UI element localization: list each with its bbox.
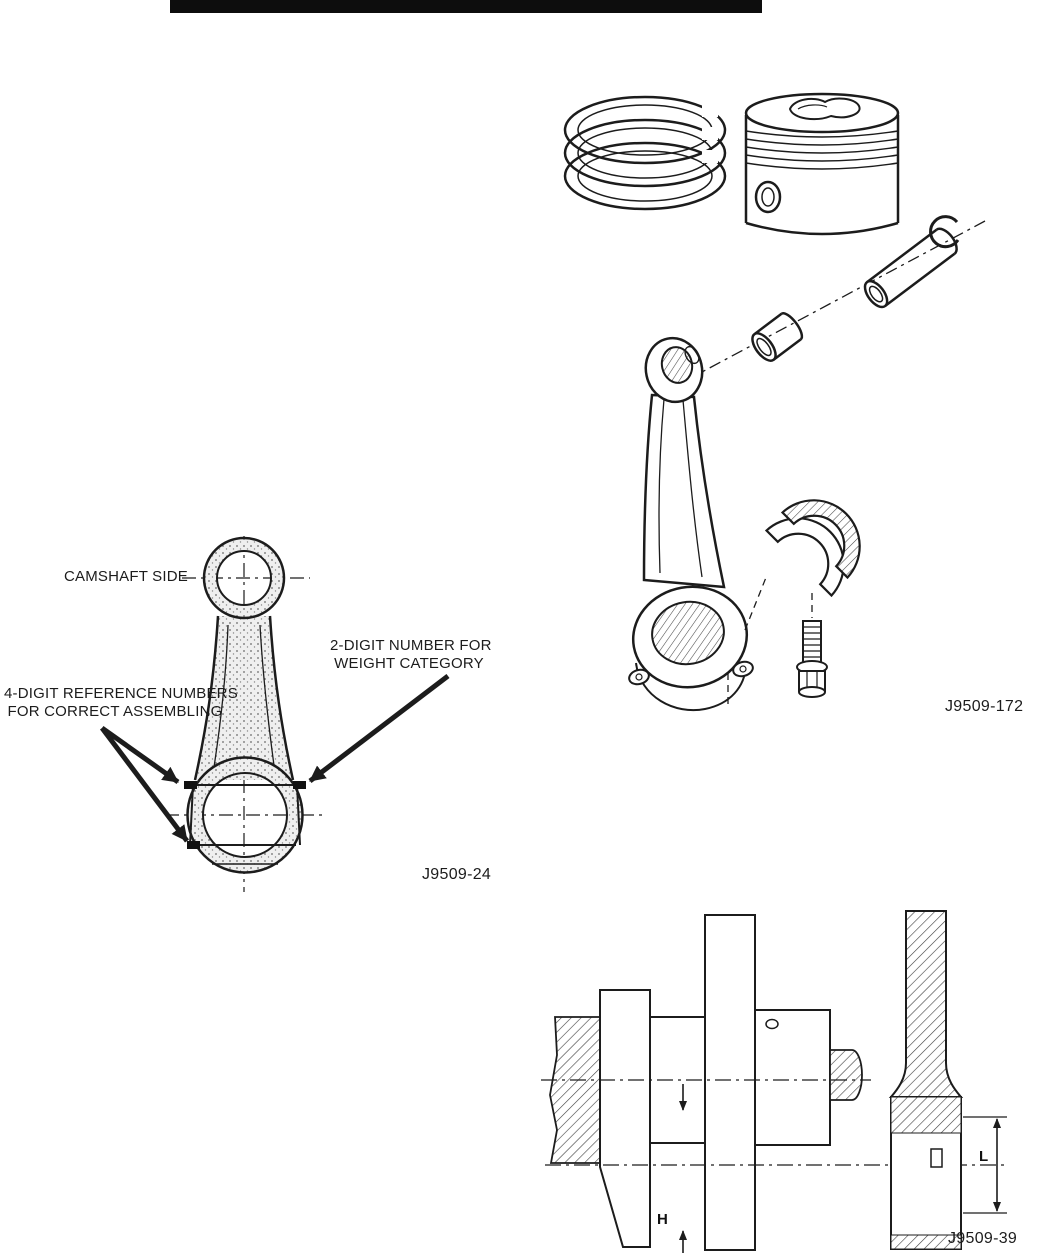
rod-shank bbox=[193, 615, 295, 781]
figure-caption-connecting-rod: J9509-24 bbox=[422, 866, 492, 883]
crankshaft-figure bbox=[541, 910, 1009, 1253]
callout-arrows bbox=[100, 674, 450, 843]
stamp-pad-mark bbox=[187, 841, 200, 849]
crank-web bbox=[704, 914, 756, 1251]
reference-numbers-label-line1: 4-DIGIT REFERENCE NUMBERS bbox=[4, 685, 238, 702]
crank-end-section bbox=[829, 1049, 863, 1101]
pin-bushing bbox=[751, 312, 804, 362]
stamp-pad-mark bbox=[293, 781, 306, 789]
crank-journal bbox=[754, 1009, 831, 1146]
stamp-pad-mark bbox=[184, 781, 197, 789]
pin-axis-centerline bbox=[701, 220, 986, 373]
rod-big-end bbox=[184, 756, 306, 874]
weight-category-label-line1: 2-DIGIT NUMBER FOR bbox=[330, 637, 492, 654]
crank-pin bbox=[650, 1016, 705, 1144]
piston-assembly-figure bbox=[563, 92, 986, 712]
figure-caption-crankshaft: J9509-39 bbox=[948, 1230, 1018, 1247]
assembly-leader-lines bbox=[727, 574, 813, 707]
dimension-h-label: H bbox=[657, 1211, 668, 1228]
piston-rings bbox=[563, 95, 727, 211]
reference-numbers-label: 4-DIGIT REFERENCE NUMBERS FOR CORRECT AS… bbox=[4, 685, 238, 720]
rod-small-end bbox=[202, 536, 286, 620]
dimension-l-label: L bbox=[979, 1148, 989, 1165]
crank-counterweight bbox=[599, 989, 651, 1248]
weight-category-label: 2-DIGIT NUMBER FOR WEIGHT CATEGORY bbox=[330, 637, 492, 672]
camshaft-side-label: CAMSHAFT SIDE bbox=[63, 568, 188, 585]
bearing-shells bbox=[764, 499, 861, 598]
rod-section-view bbox=[888, 910, 964, 1250]
header-rule bbox=[170, 0, 762, 13]
dimension-l-lines bbox=[963, 1116, 1007, 1214]
connecting-rod-figure bbox=[100, 536, 450, 892]
piston-pin bbox=[863, 227, 958, 309]
rod-bolt bbox=[796, 620, 828, 698]
connecting-rod-3d bbox=[628, 336, 754, 712]
weight-category-label-line2: WEIGHT CATEGORY bbox=[334, 654, 484, 672]
figure-caption-piston-assembly: J9509-172 bbox=[945, 698, 1024, 715]
snap-ring bbox=[929, 215, 960, 249]
reference-numbers-label-line2: FOR CORRECT ASSEMBLING bbox=[7, 702, 223, 720]
crank-shaft-stub bbox=[549, 1016, 601, 1164]
piston bbox=[744, 92, 900, 236]
